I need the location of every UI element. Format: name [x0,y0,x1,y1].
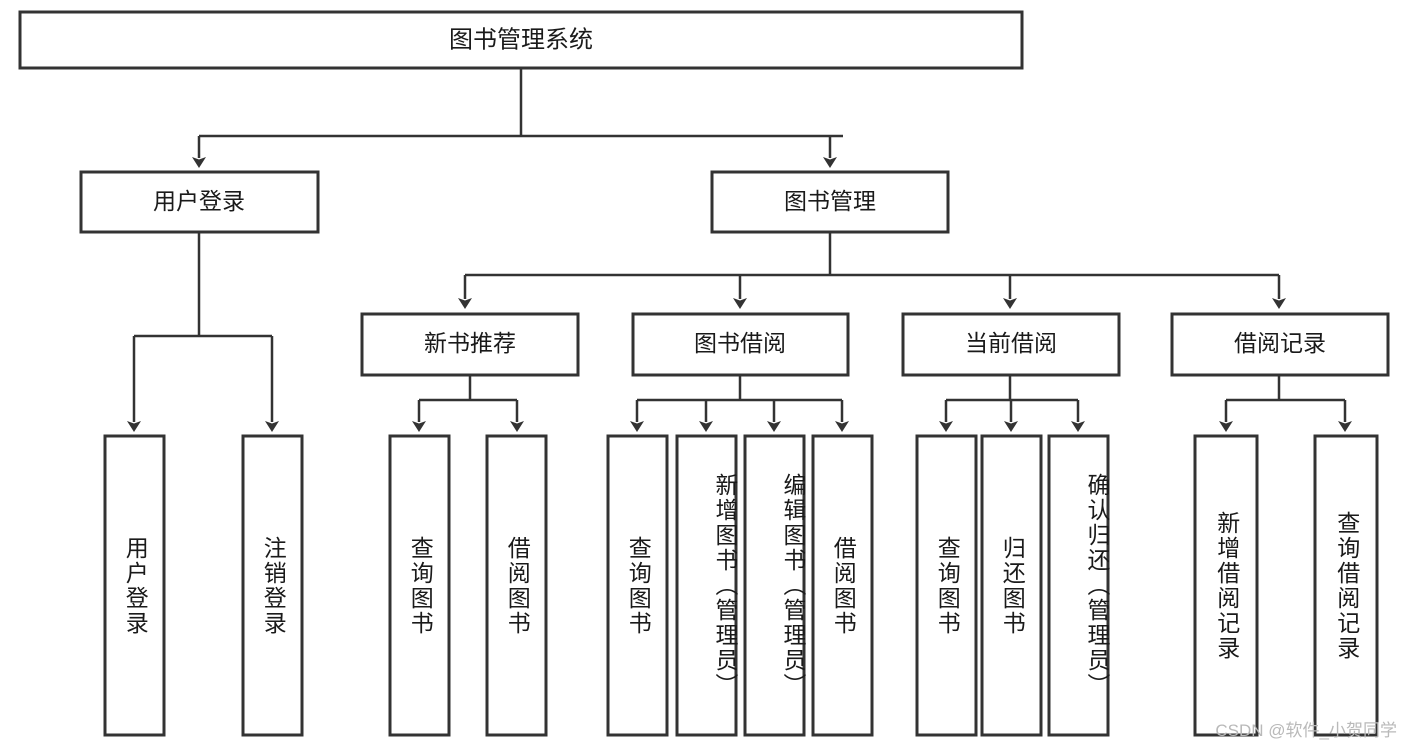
csdn-watermark: CSDN @软件_小贺同学 [1215,721,1397,740]
leaf-box-query-book-2 [606,434,669,737]
leaf-box-query-book-3 [915,434,978,737]
leaf-box-logout [241,434,304,737]
leaf-box-return-book [980,434,1043,737]
node-borrow-record-label: 借阅记录 [1234,330,1326,356]
leaf-box-add-book [675,434,738,737]
node-new-book-rec[interactable]: 新书推荐 [360,312,580,377]
node-book-manage[interactable]: 图书管理 [710,170,950,234]
connector-borrowrecord-to-leaves [1219,375,1352,432]
node-current-borrow-label: 当前借阅 [965,330,1057,356]
node-new-book-rec-label: 新书推荐 [424,330,516,356]
connector-userlogin-to-leaves [127,232,279,432]
connector-bookmanage-to-level3 [458,232,1286,309]
node-root-label: 图书管理系统 [449,26,593,53]
leaf-box-query-book-1 [388,434,451,737]
node-user-login[interactable]: 用户登录 [79,170,320,234]
node-book-manage-label: 图书管理 [784,188,876,214]
node-current-borrow[interactable]: 当前借阅 [901,312,1121,377]
leaf-box-borrow-book-2 [811,434,874,737]
leaf-boxes [103,434,1379,737]
connector-bookborrow-to-leaves [630,375,849,432]
node-user-login-label: 用户登录 [153,188,245,214]
leaf-box-edit-book [743,434,806,737]
connector-newbook-to-leaves [412,375,524,432]
connector-currentborrow-to-leaves [939,375,1085,432]
leaf-box-query-record [1313,434,1379,737]
node-root[interactable]: 图书管理系统 [18,10,1024,70]
node-book-borrow[interactable]: 图书借阅 [631,312,850,377]
leaf-box-user-login [103,434,166,737]
connector-root-to-level2 [192,68,843,168]
leaf-box-confirm-return [1047,434,1110,737]
node-book-borrow-label: 图书借阅 [694,330,786,356]
leaf-box-borrow-book-1 [485,434,548,737]
leaf-box-add-record [1193,434,1259,737]
node-borrow-record[interactable]: 借阅记录 [1170,312,1390,377]
